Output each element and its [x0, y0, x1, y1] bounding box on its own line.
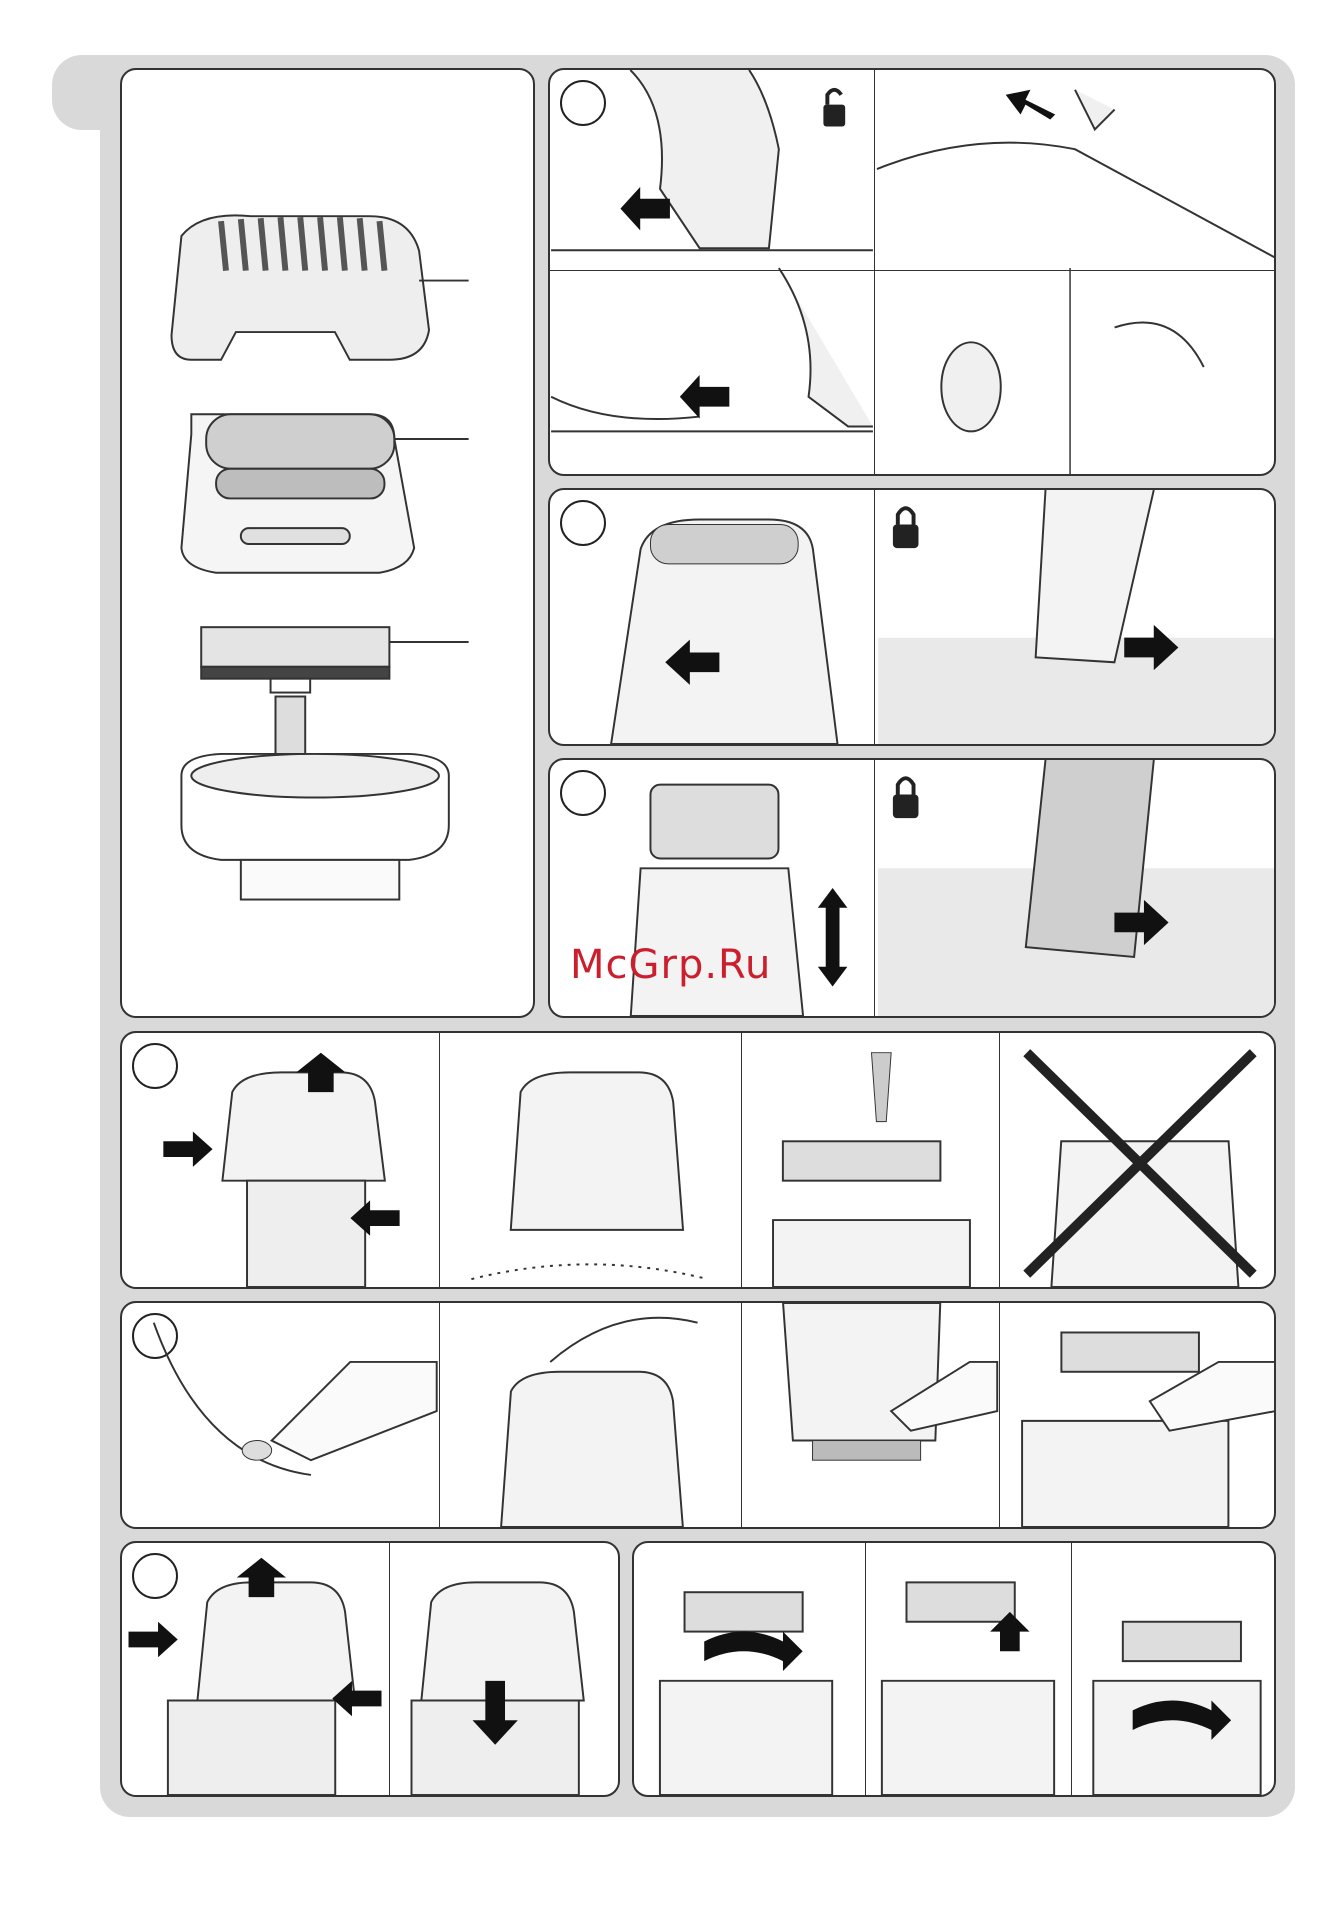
shaver-head: [181, 414, 468, 572]
step6-image-e: [1072, 1543, 1276, 1795]
step5-image-a: [122, 1303, 440, 1527]
trimmer: [201, 627, 468, 692]
press-arrow-icon: [129, 1622, 178, 1657]
step5-image-b: [440, 1303, 742, 1527]
oil-bottle-icon: [272, 1362, 437, 1460]
step5-image-c: [742, 1303, 1000, 1527]
unlocked-padlock-icon: [823, 90, 845, 127]
brush-icon: [871, 1053, 891, 1122]
step4-image-c: [742, 1033, 1000, 1287]
watermark: McGrp.Ru: [570, 942, 771, 988]
step1-panel: [548, 68, 1276, 476]
device-top: [181, 697, 448, 900]
step6-panel: [120, 1541, 620, 1797]
step4-image-d: [1000, 1033, 1276, 1287]
step4-panel: [120, 1031, 1276, 1289]
locked-padlock-icon: [893, 778, 919, 818]
arrow-icon: [680, 375, 730, 419]
press-arrow-icon: [163, 1131, 212, 1166]
step6-panel-b: [632, 1541, 1276, 1797]
step3-image-b: [875, 760, 1276, 1016]
locked-padlock-icon: [893, 508, 919, 548]
step1-image-a: [550, 70, 875, 474]
step2-panel: [548, 488, 1276, 746]
step4-image-a: [122, 1033, 440, 1287]
step1-image-b: [875, 70, 1276, 474]
step2-image-a: [550, 490, 875, 744]
comb-attachment: [172, 215, 469, 359]
step4-image-b: [440, 1033, 742, 1287]
arrow-icon: [1006, 90, 1056, 120]
step5-panel: [120, 1301, 1276, 1529]
step6-image-b: [390, 1543, 620, 1795]
step6-image-c: [634, 1543, 866, 1795]
step6-image-d: [866, 1543, 1072, 1795]
step5-image-d: [1000, 1303, 1276, 1527]
rotate-arrow-icon: [704, 1632, 802, 1671]
step6-image-a: [122, 1543, 390, 1795]
step2-image-b: [875, 490, 1276, 744]
double-arrow-icon: [818, 888, 848, 986]
parts-illustration: [122, 70, 533, 1016]
parts-panel: [120, 68, 535, 1018]
oil-drop-icon: [242, 1441, 271, 1461]
